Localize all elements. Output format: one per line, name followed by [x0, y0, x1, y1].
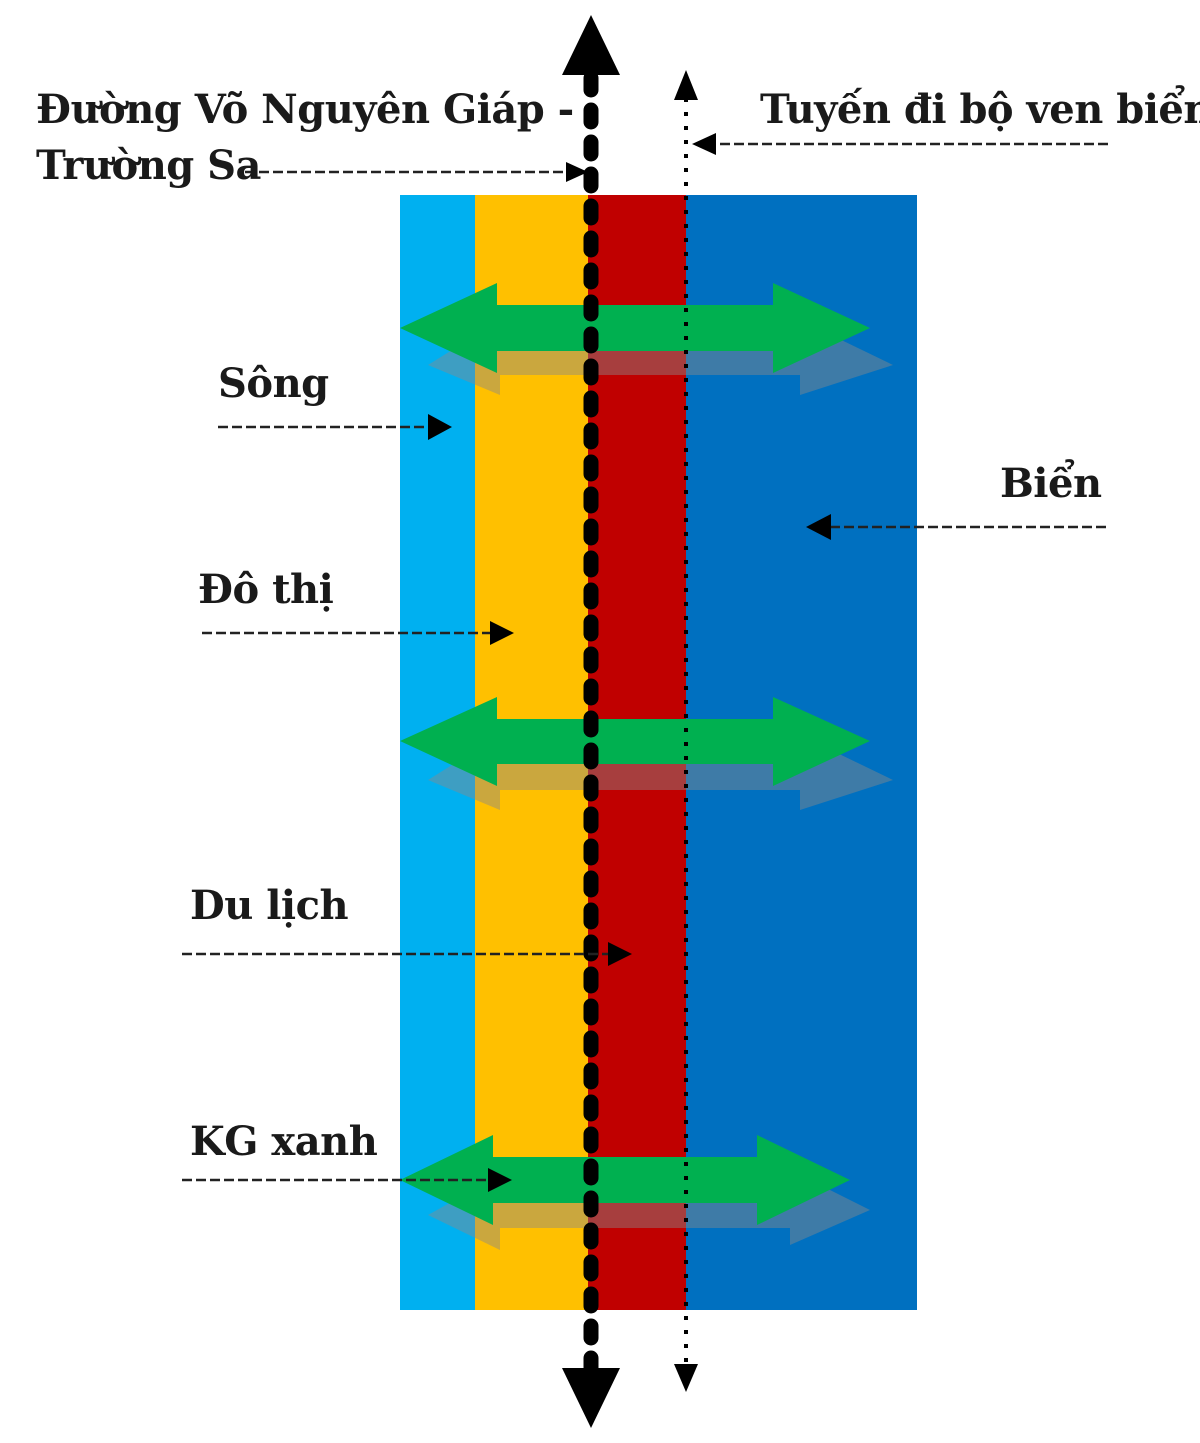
road-label-line1: Đường Võ Nguyên Giáp - — [36, 86, 574, 133]
arrowhead-up-icon — [562, 15, 620, 75]
double-headed-arrow-icon — [400, 283, 870, 373]
connector-shadow-3 — [428, 1170, 870, 1250]
double-headed-arrow-icon — [400, 1135, 850, 1225]
arrowhead-right-icon — [428, 414, 452, 440]
arrowhead-down-icon — [562, 1368, 620, 1428]
road-label-line2: Trường Sa — [36, 142, 261, 189]
arrowhead-left-icon — [806, 514, 831, 540]
arrowhead-right-icon — [488, 1168, 512, 1192]
connector-shadow-1 — [428, 320, 893, 395]
arrowhead-up-icon — [674, 70, 698, 100]
connector-shadow-2 — [428, 735, 893, 810]
sea-label: Biển — [1000, 460, 1102, 507]
arrowhead-right-icon — [608, 942, 632, 966]
walkway-axis-arrow — [674, 70, 698, 1392]
pointer-heads — [428, 133, 831, 1192]
walkway-label: Tuyến đi bộ ven biển — [760, 86, 1200, 133]
arrowhead-left-icon — [692, 133, 716, 155]
green-space-label: KG xanh — [190, 1118, 378, 1165]
road-axis-arrow — [562, 15, 620, 1428]
tourism-label: Du lịch — [190, 882, 349, 929]
arrowhead-down-icon — [674, 1364, 698, 1392]
double-headed-arrow-icon — [400, 697, 870, 786]
river-label: Sông — [218, 360, 329, 407]
urban-label: Đô thị — [198, 566, 334, 613]
arrowhead-right-icon — [490, 621, 514, 645]
pointer-lines — [182, 142, 1108, 1182]
arrowhead-right-icon — [566, 162, 588, 182]
connector-arrows — [400, 283, 893, 1250]
